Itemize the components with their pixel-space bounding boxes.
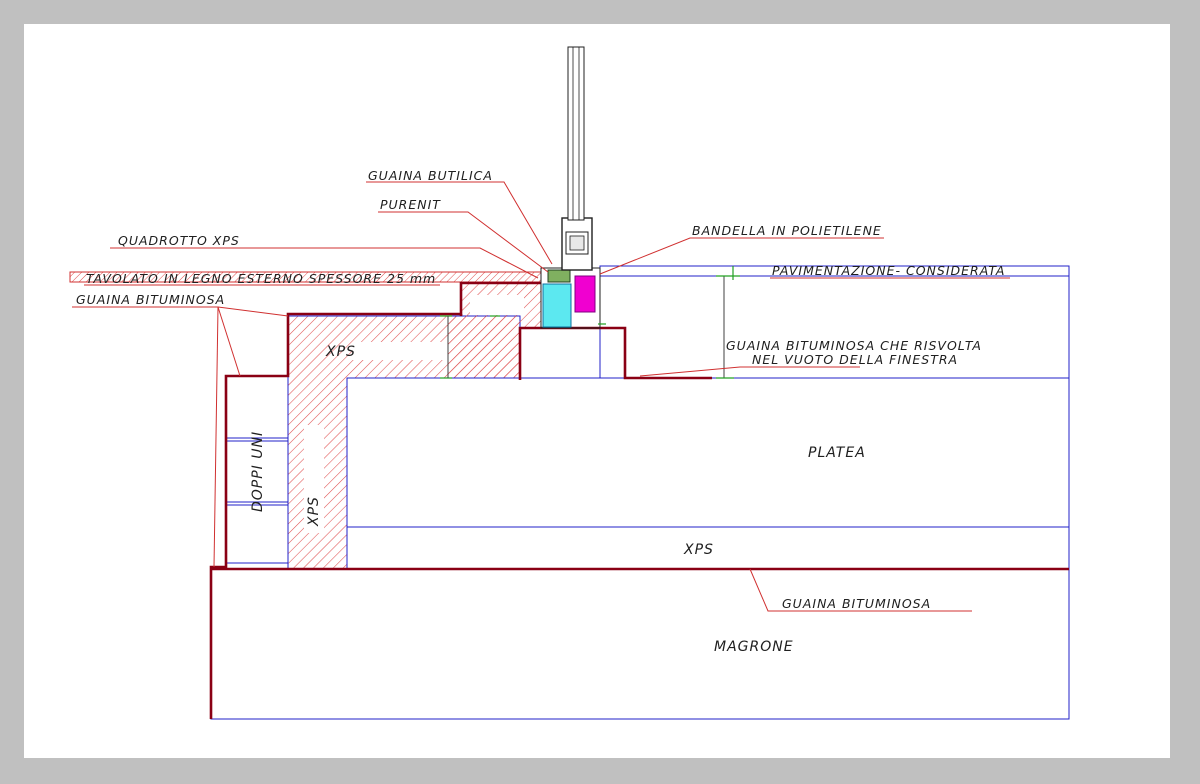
leader-quadrotto — [110, 247, 539, 279]
label-guaina-bituminosa-top: GUAINA BITUMINOSA — [76, 292, 225, 307]
leader-guaina-butilica — [366, 181, 553, 265]
leader-guaina-top-b — [213, 306, 219, 568]
guaina-risvolta-membrane — [459, 314, 712, 380]
leader-guaina-top — [72, 306, 289, 317]
label-guaina-risvolta-2: NEL VUOTO DELLA FINESTRA — [752, 352, 958, 367]
section-drawing: GUAINA BUTILICA PURENIT QUADROTTO XPS BA… — [69, 46, 1070, 720]
xps-label-band — [352, 342, 448, 360]
leader-lines — [72, 181, 1010, 612]
label-pavimentazione: PAVIMENTAZIONE- CONSIDERATA — [772, 263, 1005, 278]
label-platea: PLATEA — [808, 445, 866, 461]
leader-bandella — [599, 237, 884, 275]
label-quadrotto-xps: QUADROTTO XPS — [118, 233, 240, 248]
label-magrone: MAGRONE — [714, 639, 794, 655]
window-cyan-profile — [542, 283, 572, 328]
platea-slab — [346, 377, 1070, 528]
label-guaina-butilica: GUAINA BUTILICA — [368, 168, 493, 183]
drawing-sheet: GUAINA BUTILICA PURENIT QUADROTTO XPS BA… — [24, 24, 1170, 758]
magrone-block — [210, 568, 1070, 720]
label-guaina-risvolta-1: GUAINA BITUMINOSA CHE RISVOLTA — [726, 338, 982, 353]
window-sash-inner — [565, 231, 589, 255]
label-bandella: BANDELLA IN POLIETILENE — [692, 223, 882, 238]
leader-guaina-bottom — [749, 568, 972, 612]
guaina-bituminosa-membrane — [209, 281, 541, 719]
purenit-block — [547, 269, 571, 283]
label-xps-upper: XPS — [325, 344, 356, 360]
label-xps-vertical: XPS — [306, 496, 322, 527]
leader-risvolta — [639, 366, 860, 377]
leader-purenit — [378, 211, 549, 273]
label-guaina-bituminosa-bottom: GUAINA BITUMINOSA — [782, 596, 931, 611]
label-tavolato: TAVOLATO IN LEGNO ESTERNO SPESSORE 25 mm — [86, 271, 436, 286]
window-sash-core — [569, 235, 585, 251]
window-magenta-profile — [574, 275, 596, 313]
label-doppi-uni: DOPPI UNI — [250, 431, 266, 512]
xps-vertical-band — [304, 425, 324, 533]
quadrotto-white — [470, 295, 524, 315]
label-xps-bottom: XPS — [683, 542, 714, 558]
label-purenit: PURENIT — [380, 197, 441, 212]
leader-guaina-top-a — [217, 306, 241, 377]
window-glass — [567, 46, 585, 221]
